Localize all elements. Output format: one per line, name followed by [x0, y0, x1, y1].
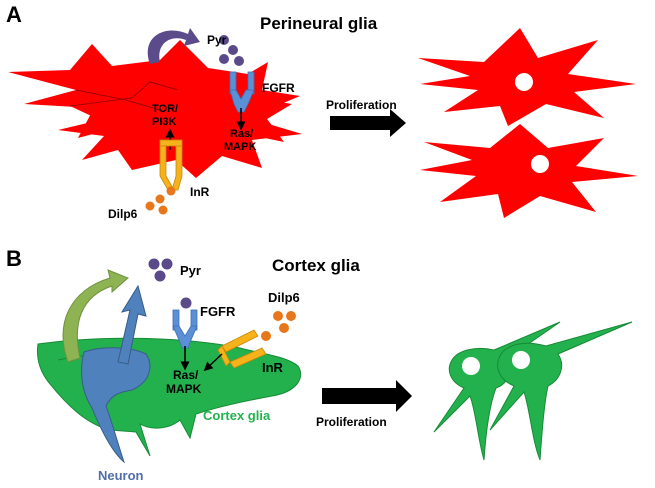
- panel-a-title: Perineural glia: [260, 14, 378, 33]
- dilp6-label: Dilp6: [108, 207, 138, 221]
- proliferation-arrow-a: [330, 109, 406, 137]
- ras-mapk-label-line1: Ras/: [230, 128, 253, 140]
- proliferation-label-a: Proliferation: [326, 98, 397, 112]
- daughter-cell-bottom: [420, 124, 638, 218]
- cell-nucleus: [515, 73, 533, 91]
- cell-nucleus: [531, 155, 549, 173]
- cell-outline: [75, 89, 161, 111]
- fgfr-label: FGFR: [262, 81, 295, 95]
- dilp6-ligand-cluster: [145, 186, 176, 215]
- cell-outline: [69, 81, 179, 107]
- pyr-ligand-cluster: [219, 35, 244, 66]
- proliferation-label-b: Proliferation: [316, 415, 387, 429]
- pyr-ligand-cluster: [148, 258, 173, 282]
- pyr-secretion-arrow: [147, 28, 200, 64]
- tor-pi3k-label-line1: TOR/: [152, 103, 178, 115]
- inr-label: InR: [190, 185, 210, 199]
- cortex-glia-label: Cortex glia: [203, 408, 271, 423]
- pyr-label: Pyr: [180, 263, 201, 278]
- cell-nucleus: [462, 357, 480, 375]
- inr-receptor: [217, 329, 267, 369]
- inr-label: InR: [262, 360, 284, 375]
- proliferation-arrow-b: [322, 380, 412, 412]
- neuron: [81, 347, 151, 464]
- daughter-cortex-glia-left: [433, 321, 561, 461]
- pyr-ligand: [180, 297, 192, 309]
- panel-a-letter: A: [6, 2, 22, 27]
- inr-signal-arrow: [203, 353, 223, 372]
- ras-mapk-label-line2: MAPK: [166, 382, 202, 396]
- dilp6-label: Dilp6: [268, 290, 300, 305]
- tor-pi3k-label-line2: PI3K: [152, 116, 177, 128]
- panel-b-title: Cortex glia: [272, 256, 360, 275]
- neuron-label: Neuron: [98, 468, 144, 483]
- cell-nucleus: [512, 351, 530, 369]
- dilp6-ligand-cluster: [261, 311, 296, 341]
- panel-b: B Cortex glia Pyr FGFR Ras/ MAPK: [6, 246, 633, 483]
- fgfr-receptor: [172, 309, 198, 349]
- panel-a: A Perineural glia Pyr FGFR Ras/ MAPK TOR…: [6, 2, 638, 221]
- pyr-label: Pyr: [207, 33, 227, 47]
- ras-mapk-label-line2: MAPK: [224, 141, 256, 153]
- pyr-secretion-arrow-green: [62, 269, 129, 363]
- fgfr-receptor: [229, 71, 255, 113]
- panel-b-letter: B: [6, 246, 22, 271]
- fgfr-label: FGFR: [200, 304, 236, 319]
- ras-mapk-label-line1: Ras/: [173, 368, 199, 382]
- neuron-secretion-arrow: [117, 284, 147, 365]
